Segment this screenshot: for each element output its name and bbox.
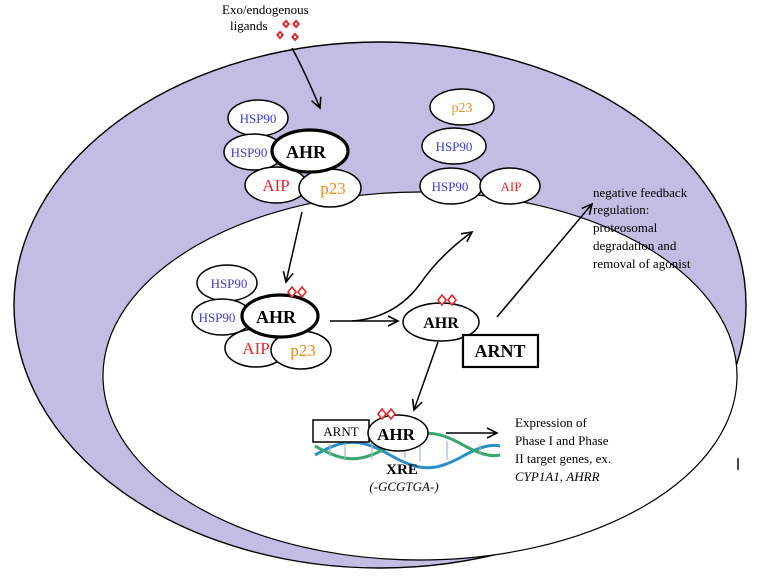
released-p23-label: p23 xyxy=(452,101,473,116)
hsp90-left-label: HSP90 xyxy=(231,145,268,160)
nucleus xyxy=(102,191,738,561)
complex-cytoplasm: HSP90 HSP90 AIP p23 AHR xyxy=(223,99,362,208)
ahr-free: AHR xyxy=(402,294,480,342)
expression-line3: II target genes, ex. xyxy=(515,451,611,466)
arrow-ligand-entry xyxy=(291,47,322,110)
arrow-chaperone-release xyxy=(351,230,474,322)
xre-motif-label: (-GCGTGA-) xyxy=(369,479,438,494)
p23-label: p23 xyxy=(320,179,346,198)
nuc-hsp90-left-label: HSP90 xyxy=(199,310,236,325)
ahr-label: AHR xyxy=(286,142,327,162)
nuc-ahr-label: AHR xyxy=(256,307,297,327)
released-aip-label: AIP xyxy=(501,179,522,194)
aip-label: AIP xyxy=(262,176,289,195)
released-hsp90-bottom-label: HSP90 xyxy=(432,179,469,194)
expression-gene1: CYP1A1 xyxy=(515,469,560,484)
expression-line1: Expression of xyxy=(515,415,588,430)
complex-dna-bound: ARNT AHR xyxy=(312,408,429,452)
complex-nucleus: HSP90 HSP90 AIP p23 AHR xyxy=(191,264,332,370)
nuc-aip-label: AIP xyxy=(242,339,269,358)
nuc-hsp90-top-label: HSP90 xyxy=(211,276,248,291)
feedback-line4: degradation and xyxy=(593,238,677,253)
nuc-p23-label: p23 xyxy=(290,341,316,360)
dna-arnt-label: ARNT xyxy=(323,424,358,439)
ligand-label-line2: ligands xyxy=(230,18,268,33)
ligand-icon xyxy=(276,19,300,42)
arrow-nuclear-translocation xyxy=(282,211,303,284)
expression-text: Expression of Phase I and Phase II targe… xyxy=(515,415,611,484)
hsp90-top-label: HSP90 xyxy=(240,111,277,126)
expression-separator: , xyxy=(560,469,567,484)
ahr-free-label: AHR xyxy=(423,315,459,332)
ligand-label-line1: Exo/endogenous xyxy=(222,2,309,17)
feedback-line1: negative feedback xyxy=(593,185,688,200)
arnt-box xyxy=(461,333,540,369)
arnt-label: ARNT xyxy=(474,341,525,361)
expression-line2: Phase I and Phase xyxy=(515,433,609,448)
feedback-text: negative feedback regulation: proteosoma… xyxy=(593,185,691,271)
feedback-line5: removal of agonist xyxy=(593,256,691,271)
arrow-negative-feedback xyxy=(496,202,594,318)
xre-label: XRE xyxy=(386,462,418,478)
feedback-line3: proteosomal xyxy=(593,220,658,235)
arrow-dna-binding xyxy=(411,341,439,412)
released-hsp90-mid-label: HSP90 xyxy=(436,139,473,154)
expression-gene2: AHRR xyxy=(565,469,599,484)
dna-ahr-label: AHR xyxy=(377,425,416,444)
complex-released-chaperones: p23 HSP90 HSP90 AIP xyxy=(419,88,541,205)
expression-line4: CYP1A1, AHRR xyxy=(515,469,600,484)
feedback-line2: regulation: xyxy=(593,202,649,217)
